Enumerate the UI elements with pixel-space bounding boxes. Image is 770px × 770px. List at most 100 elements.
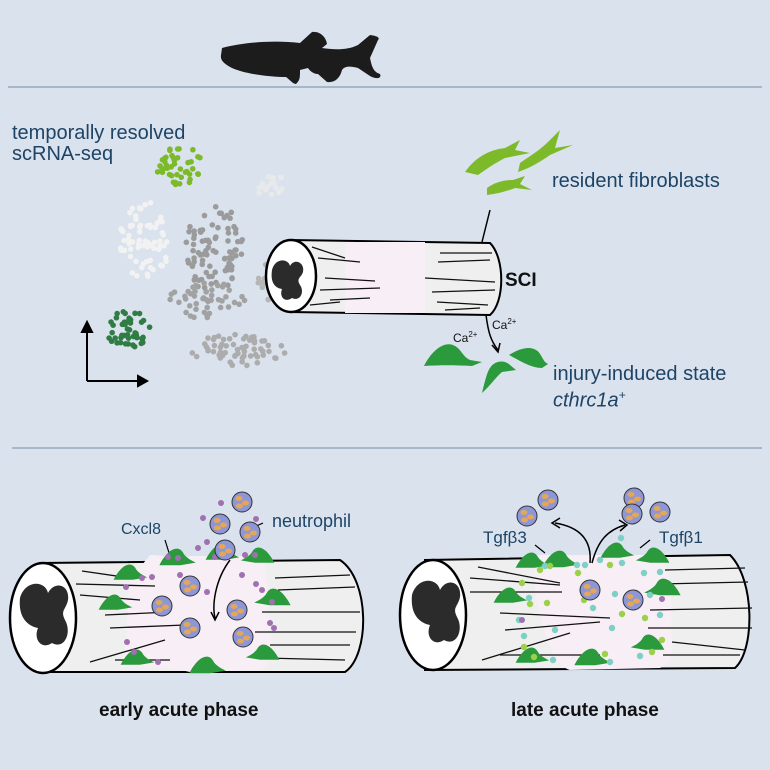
cxcl8-dot <box>155 659 161 665</box>
umap-cluster-gray-low <box>220 336 227 343</box>
umap-cluster-gray <box>223 294 229 300</box>
umap-cluster-gray-low <box>266 348 272 355</box>
umap-cluster-injury <box>132 310 138 317</box>
umap-cluster-faint <box>256 190 263 196</box>
tgfb-dot-teal <box>520 632 528 640</box>
umap-cluster-gray-low <box>223 343 229 349</box>
umap-cluster-resident <box>177 166 184 172</box>
fibroblast-icon <box>600 542 635 558</box>
cxcl8-label: Cxcl8 <box>121 521 162 538</box>
tgfb-dot-green <box>618 610 626 618</box>
cxcl8-dot <box>195 545 201 551</box>
umap-cluster-resident <box>167 146 173 153</box>
umap-cluster-gray-low <box>215 333 222 339</box>
umap-cluster-injury <box>124 326 131 332</box>
umap-cluster-gray <box>217 304 224 311</box>
neutrophil-icon <box>179 617 201 639</box>
fibroblast-icon <box>493 587 528 603</box>
umap-cluster-gray-low <box>239 355 246 361</box>
umap-cluster-gray <box>225 304 232 310</box>
tgfb-dot-teal <box>525 594 533 602</box>
umap-cluster-resident <box>187 176 193 183</box>
umap-cluster-gray-low <box>281 350 288 356</box>
fibroblast-icon <box>98 594 133 610</box>
neutrophil-icon <box>649 501 671 523</box>
umap-cluster-gray <box>191 293 198 299</box>
umap-cluster-light <box>140 243 146 249</box>
umap-cluster-gray <box>201 284 208 291</box>
umap-cluster-injury <box>114 310 120 317</box>
fibroblast-icon <box>644 578 681 596</box>
umap-cluster-gray-low <box>219 341 225 348</box>
umap-cluster-light <box>157 218 163 225</box>
umap-cluster-injury <box>138 340 145 347</box>
umap-axes <box>80 319 150 388</box>
umap-cluster-gray <box>225 238 231 244</box>
umap-cluster-gray <box>201 280 207 287</box>
neutrophil-icon <box>214 539 236 561</box>
umap-cluster-resident <box>188 159 194 165</box>
umap-cluster-gray <box>222 255 228 262</box>
umap-cluster-injury <box>112 335 118 341</box>
umap-cluster-gray <box>203 288 209 295</box>
tgfb-dot-teal <box>636 652 644 660</box>
umap-cluster-resident <box>154 169 161 175</box>
umap-cluster-gray <box>215 224 221 231</box>
tgfb-dot-teal <box>541 562 549 570</box>
umap-cluster-light <box>133 258 139 265</box>
umap-cluster-gray <box>213 234 219 240</box>
cxcl8-dot <box>218 500 224 506</box>
tgfb-dot-teal <box>551 626 559 634</box>
umap-cluster-gray <box>202 237 209 244</box>
umap-cluster-gray-low <box>251 337 258 344</box>
umap-cluster-light <box>126 232 132 239</box>
umap-cluster-faint <box>270 174 276 181</box>
tgfb-dot-green <box>606 561 614 569</box>
scrna-label: temporally resolved scRNA-seq <box>12 123 185 165</box>
umap-cluster-light <box>127 246 134 252</box>
cxcl8-dot <box>519 617 525 623</box>
neutrophil-icon <box>239 521 261 543</box>
fibroblast-icon <box>574 648 611 666</box>
umap-cluster-light <box>157 214 164 220</box>
tgfb-dot-green <box>601 650 609 658</box>
umap-cluster-resident <box>174 154 181 161</box>
umap-cluster-gray <box>226 255 233 261</box>
umap-cluster-gray <box>176 299 182 306</box>
umap-cluster-gray-low <box>230 341 237 348</box>
umap-cluster-injury <box>106 335 112 341</box>
tgfb-dot-teal <box>640 569 648 577</box>
umap-cluster-gray <box>182 293 188 300</box>
neutrophil-icon <box>226 599 248 621</box>
tgfb-dot-green <box>658 636 666 644</box>
umap-cluster-gray <box>201 309 208 316</box>
umap-cluster-injury <box>125 341 131 347</box>
cxcl8-dot <box>177 572 183 578</box>
umap-cluster-resident <box>174 146 181 152</box>
cxcl8-dot <box>252 552 258 558</box>
sci-label: SCI <box>505 270 537 291</box>
umap-cluster-light <box>137 222 144 229</box>
umap-cluster-gray-low <box>265 342 272 349</box>
umap-cluster-gray <box>209 287 215 293</box>
ca-label-1: Ca2+ <box>453 330 478 345</box>
umap-cluster-light <box>150 245 157 252</box>
umap-cluster-gray <box>238 251 245 257</box>
fibroblasts-late <box>493 542 681 666</box>
umap-cluster-gray-low <box>251 346 257 353</box>
umap-cluster-faint <box>263 186 269 193</box>
umap-cluster-injury <box>122 310 128 317</box>
umap-cluster-injury <box>124 331 131 338</box>
umap-cluster-gray <box>226 287 233 293</box>
umap-cluster-gray-low <box>193 353 200 360</box>
umap-cluster-resident <box>168 172 175 179</box>
tgfb-dots <box>515 534 666 666</box>
fibroblast-icon <box>635 547 670 563</box>
umap-cluster-gray <box>208 292 215 299</box>
umap-cluster-faint <box>276 189 282 196</box>
neutrophil-icon <box>232 626 254 648</box>
umap-cluster-gray <box>208 281 215 287</box>
umap-cluster-gray <box>197 227 204 234</box>
